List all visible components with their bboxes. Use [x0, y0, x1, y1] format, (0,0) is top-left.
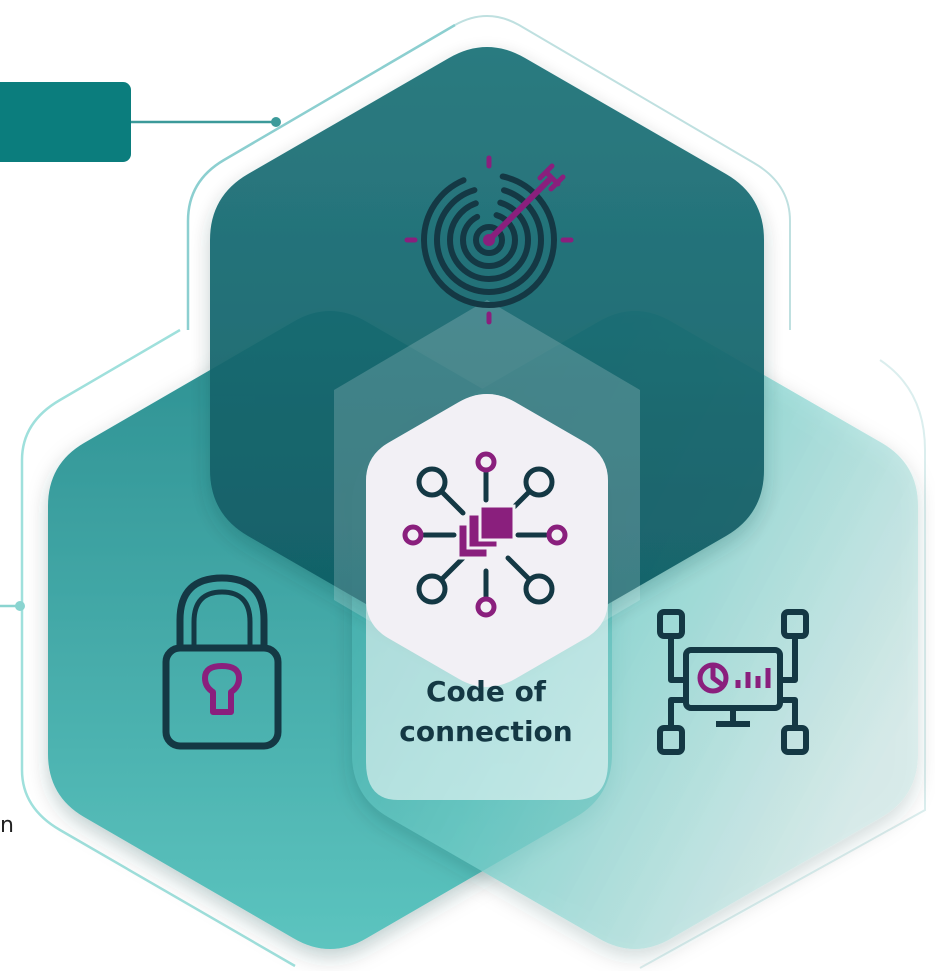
analytics-monitor-icon — [657, 609, 809, 755]
center-label-line-2: connection — [399, 715, 573, 748]
padlock-icon — [162, 574, 282, 750]
outline-right-hexagon — [639, 359, 926, 969]
outline-top-hexagon — [454, 15, 791, 330]
connector-dot-left — [15, 601, 25, 611]
top-hexagon — [210, 47, 764, 663]
label-tab — [0, 82, 131, 162]
outline-left-hexagon — [20, 328, 296, 968]
clipped-text-fragment: n — [0, 813, 14, 838]
center-label-line-1: Code of — [426, 675, 546, 708]
network-hub-icon — [402, 451, 568, 618]
connector-dot-top — [271, 117, 281, 127]
target-icon — [404, 155, 574, 325]
outline-top-left-arc — [186, 23, 456, 330]
center-label: Code of connection — [366, 672, 606, 752]
